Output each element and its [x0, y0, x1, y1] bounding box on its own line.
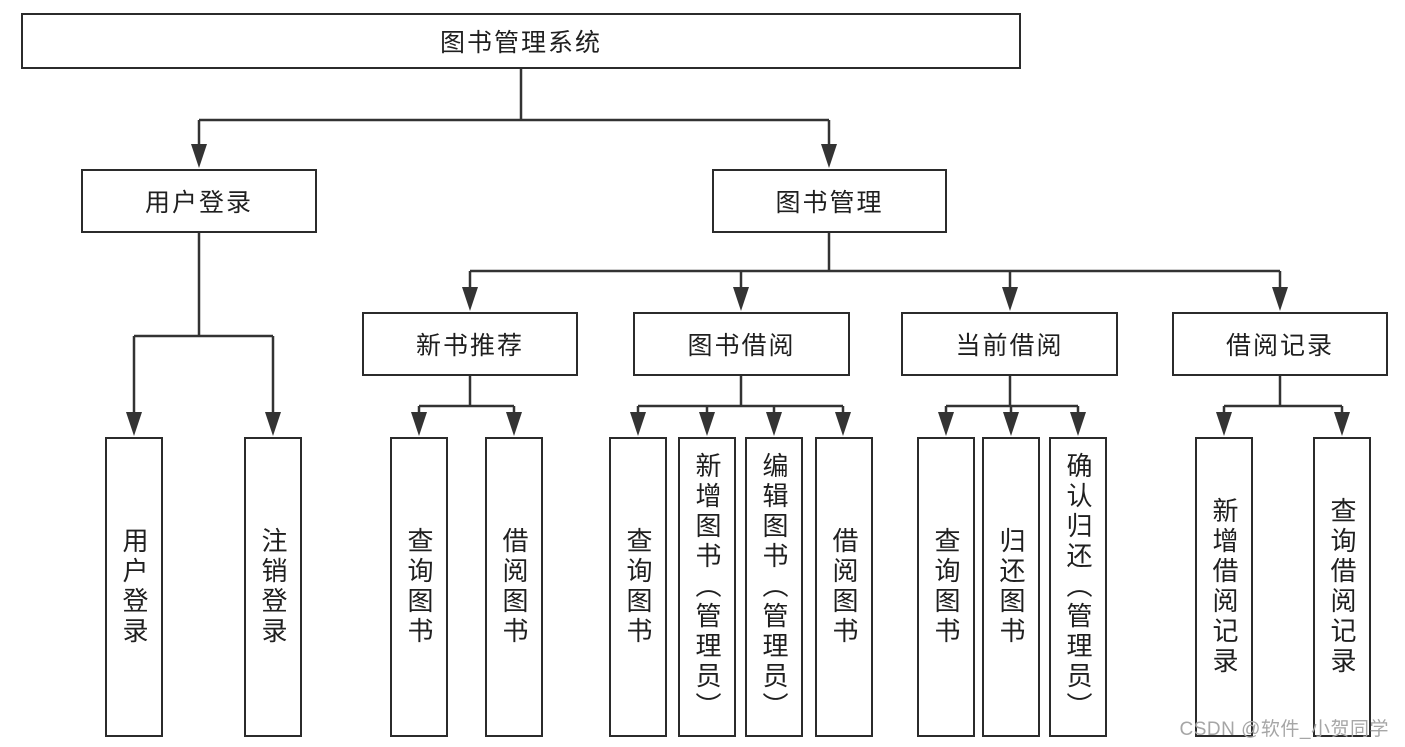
- arrowhead: [126, 412, 142, 436]
- node-book-borrowing: 图书借阅: [633, 312, 850, 376]
- node-add-borrow-record: 新增借阅记录: [1195, 437, 1253, 737]
- node-label: 借阅图书: [829, 527, 859, 647]
- node-label: 查询图书: [404, 527, 434, 647]
- node-book-management: 图书管理: [712, 169, 947, 233]
- node-query-books-current: 查询图书: [917, 437, 975, 737]
- node-borrow-books-recommend: 借阅图书: [485, 437, 543, 737]
- arrowhead: [766, 412, 782, 436]
- node-query-books-recommend: 查询图书: [390, 437, 448, 737]
- node-system-root: 图书管理系统: [21, 13, 1021, 69]
- node-query-borrow-record: 查询借阅记录: [1313, 437, 1371, 737]
- node-label: 图书借阅: [687, 332, 796, 360]
- node-new-book-recommend: 新书推荐: [362, 312, 578, 376]
- node-label: 借阅图书: [499, 527, 529, 647]
- node-label: 确认归还（管理员）: [1063, 452, 1093, 722]
- node-borrow-books-borrowing: 借阅图书: [815, 437, 873, 737]
- node-label: 新书推荐: [415, 332, 524, 360]
- arrowhead: [1272, 287, 1288, 311]
- node-label: 查询图书: [931, 527, 961, 647]
- node-label: 图书管理: [775, 189, 884, 217]
- arrowhead: [821, 144, 837, 168]
- arrowhead: [462, 287, 478, 311]
- node-label: 当前借阅: [955, 332, 1064, 360]
- node-edit-books-admin: 编辑图书（管理员）: [745, 437, 803, 737]
- node-user-login-leaf: 用户登录: [105, 437, 163, 737]
- arrowhead: [265, 412, 281, 436]
- arrowhead: [1070, 412, 1086, 436]
- arrowhead: [630, 412, 646, 436]
- node-borrowing-records: 借阅记录: [1172, 312, 1388, 376]
- node-label: 用户登录: [119, 527, 149, 647]
- arrowhead: [1216, 412, 1232, 436]
- node-add-books-admin: 新增图书（管理员）: [678, 437, 736, 737]
- arrowhead: [699, 412, 715, 436]
- node-label: 归还图书: [996, 527, 1026, 647]
- arrowhead: [1003, 412, 1019, 436]
- node-logout: 注销登录: [244, 437, 302, 737]
- node-confirm-return-admin: 确认归还（管理员）: [1049, 437, 1107, 737]
- arrowhead: [733, 287, 749, 311]
- node-label: 用户登录: [144, 189, 253, 217]
- node-label: 查询借阅记录: [1327, 497, 1357, 677]
- node-label: 编辑图书（管理员）: [759, 452, 789, 722]
- node-label: 借阅记录: [1225, 332, 1334, 360]
- node-label: 新增借阅记录: [1209, 497, 1239, 677]
- arrowhead: [506, 412, 522, 436]
- arrowhead: [1334, 412, 1350, 436]
- node-label: 查询图书: [623, 527, 653, 647]
- arrowhead: [1002, 287, 1018, 311]
- node-query-books-borrowing: 查询图书: [609, 437, 667, 737]
- arrowhead: [411, 412, 427, 436]
- arrowhead: [938, 412, 954, 436]
- node-return-books: 归还图书: [982, 437, 1040, 737]
- arrowhead: [835, 412, 851, 436]
- node-label: 新增图书（管理员）: [692, 452, 722, 722]
- node-label: 图书管理系统: [439, 29, 602, 57]
- node-label: 注销登录: [258, 527, 288, 647]
- csdn-watermark: CSDN @软件_小贺同学: [1179, 719, 1389, 740]
- arrowhead: [191, 144, 207, 168]
- node-current-borrowing: 当前借阅: [901, 312, 1118, 376]
- node-user-login: 用户登录: [81, 169, 317, 233]
